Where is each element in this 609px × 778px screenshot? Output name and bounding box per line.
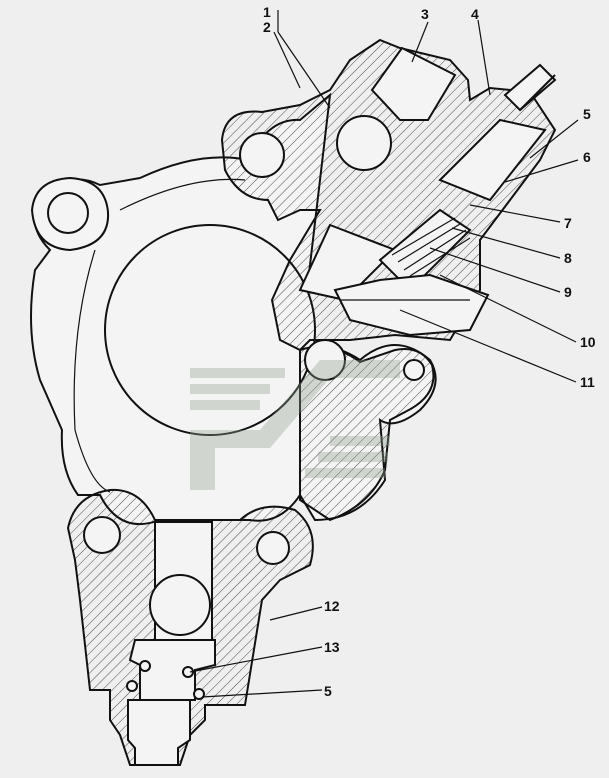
label-3: 3: [421, 6, 429, 22]
lock-nut: [503, 63, 557, 112]
outlet-fitting: [127, 699, 191, 766]
lower-right-boss: [299, 339, 435, 522]
plug-3: [370, 46, 457, 121]
bolt-hole-right-bottom: [256, 531, 290, 565]
plug-10: [333, 273, 490, 337]
leader-lines: [189, 10, 579, 698]
bolt-hole-left-bottom: [83, 516, 121, 554]
bolt-hole-top: [239, 132, 285, 178]
label-10: 10: [580, 334, 596, 350]
watermark-logo: [190, 360, 400, 490]
label-2: 2: [263, 19, 271, 35]
label-9: 9: [564, 284, 572, 300]
label-8: 8: [564, 250, 572, 266]
seal-ring-right: [193, 688, 205, 700]
label-4: 4: [471, 6, 479, 22]
valve-block: [220, 38, 557, 352]
seal-ring-left: [126, 680, 138, 692]
ball-lower: [149, 574, 211, 636]
ball-middle: [304, 339, 346, 381]
label-5-top: 5: [583, 106, 591, 122]
valve-seat: [128, 639, 216, 701]
label-12: 12: [324, 598, 340, 614]
label-5-bottom: 5: [324, 683, 332, 699]
outlet-block: [66, 488, 314, 766]
adjusting-screw: [438, 118, 547, 202]
bolt-hole-right: [403, 359, 425, 381]
label-11: 11: [580, 374, 595, 390]
label-13: 13: [324, 639, 340, 655]
label-6: 6: [583, 149, 591, 165]
label-1: 1: [263, 4, 271, 20]
ball-upper: [336, 115, 392, 171]
label-7: 7: [564, 215, 572, 231]
